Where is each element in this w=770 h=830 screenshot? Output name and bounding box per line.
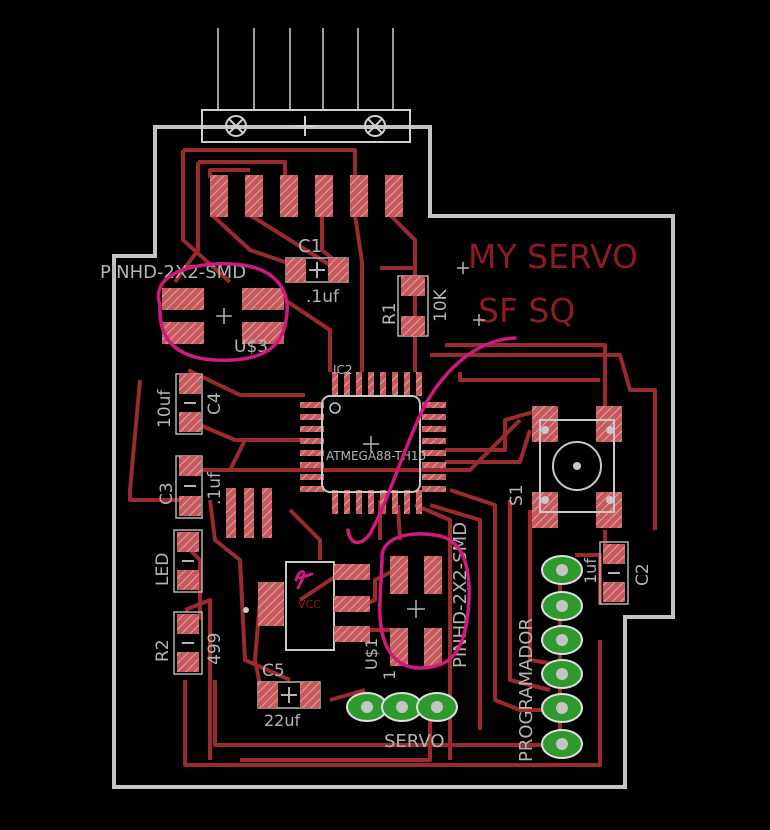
capacitor-c1 (285, 257, 349, 283)
annotation-circle-bottom (378, 532, 471, 670)
board-title: MY SERVO (468, 237, 638, 276)
c1-label: C1 (298, 236, 322, 257)
led-d1 (173, 529, 203, 593)
ic2-label: IC2 (333, 363, 353, 377)
u3-label: U$3 (234, 337, 268, 357)
c3-label: C3 (157, 482, 177, 505)
c5-label: C5 (262, 661, 285, 681)
ic2-chip (300, 372, 446, 514)
resistor-r2 (173, 611, 203, 675)
c3-value: .1uf (205, 471, 225, 505)
u1-label: U$1 (362, 638, 381, 670)
c5-value: 22uf (264, 711, 301, 730)
r2-label: R2 (153, 639, 173, 662)
header-pads (210, 175, 403, 217)
r1-value: 10K (431, 288, 451, 322)
header-leads (217, 28, 394, 110)
c1-value: .1uf (306, 287, 340, 307)
servo-label: SERVO (384, 731, 445, 752)
c2-label: C2 (633, 563, 653, 586)
header-pin (541, 693, 583, 723)
crystal-pads (226, 488, 272, 538)
capacitor-c5 (257, 681, 321, 709)
title-origin-marks (457, 262, 485, 326)
capacitor-c2 (599, 541, 629, 605)
pinhd-top (162, 288, 284, 344)
resistor-r1 (397, 275, 429, 337)
c4-value: 10uf (155, 389, 175, 428)
r2-value: 499 (205, 633, 225, 665)
header-pin (541, 659, 583, 689)
c2-value: 1uf (581, 558, 600, 584)
annotation-mark (294, 570, 314, 590)
led-label: LED (153, 553, 173, 586)
programador-label: PROGRAMADOR (516, 618, 537, 762)
header-pin (346, 692, 388, 722)
board-subtitle: SF SQ (478, 291, 575, 330)
u1-value: 1 (380, 670, 399, 680)
servo-header (346, 692, 458, 722)
c4-label: C4 (205, 392, 225, 415)
annotation-circle-top (156, 262, 289, 362)
header-connector (201, 109, 411, 143)
annotation-stroke (346, 336, 517, 545)
r1-label: R1 (380, 302, 400, 325)
s1-label: S1 (507, 484, 527, 506)
switch-s1 (532, 406, 622, 528)
header-pin (541, 625, 583, 655)
ic2-name: ATMEGA88-TH10 (326, 449, 426, 463)
voltage-regulator (243, 561, 370, 651)
board-outline (112, 125, 675, 789)
header-pin (541, 729, 583, 759)
capacitor-c4 (175, 373, 203, 435)
traces (128, 148, 657, 767)
pinhd-bottom (390, 556, 442, 666)
vcc-label: VCC (298, 598, 321, 611)
header-pin (416, 692, 458, 722)
capacitor-c3 (175, 455, 203, 519)
header-pin (541, 591, 583, 621)
header-pin (541, 555, 583, 585)
programador-header (541, 555, 583, 759)
